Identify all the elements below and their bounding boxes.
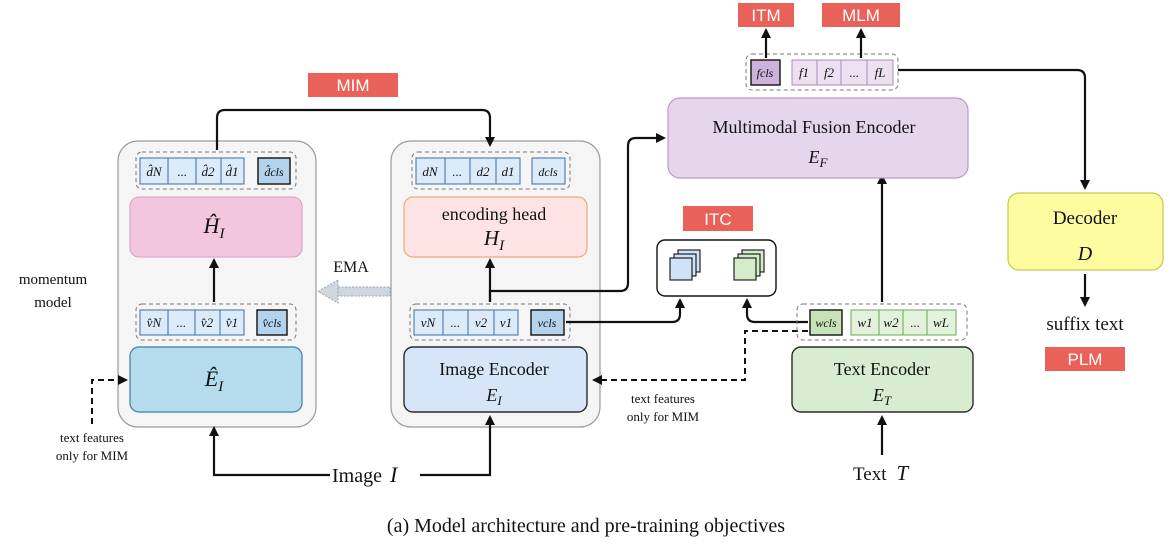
momentum-top-token: d̂cls bbox=[264, 165, 284, 179]
image-input-line bbox=[212, 468, 330, 477]
online-top-tokens: dN ... d2 d1 dcls bbox=[415, 157, 566, 185]
fusion-encoder-box bbox=[667, 97, 969, 179]
mid-text-features-note: only for MIM bbox=[627, 409, 700, 424]
itc-image-stack bbox=[669, 249, 701, 281]
momentum-head-box bbox=[129, 196, 303, 258]
arrow-image-to-fusion bbox=[488, 133, 666, 302]
left-text-features-note: text features bbox=[60, 430, 124, 445]
arrow-vcls-to-itc bbox=[566, 298, 685, 324]
mim-tag bbox=[308, 73, 398, 97]
mlm-tag-label: MLM bbox=[842, 6, 880, 25]
image-encoder-label: Image Encoder bbox=[439, 359, 548, 379]
decoder-box bbox=[1007, 192, 1164, 271]
momentum-bottom-token: v̂2 bbox=[201, 315, 214, 330]
fusion-encoder-symbol: EF bbox=[808, 147, 829, 170]
fusion-encoder-label: Multimodal Fusion Encoder bbox=[713, 117, 916, 137]
momentum-bottom-token-group bbox=[135, 303, 297, 341]
text-token: ... bbox=[910, 315, 920, 330]
momentum-top-token: d̂N bbox=[146, 164, 163, 179]
encoding-head-box bbox=[403, 196, 588, 258]
online-top-token: d2 bbox=[477, 164, 491, 179]
momentum-top-token: d̂2 bbox=[202, 164, 216, 179]
momentum-head-label: ĤI bbox=[203, 213, 226, 242]
decoder-symbol: D bbox=[1077, 243, 1093, 265]
online-top-token-group bbox=[411, 151, 571, 190]
fusion-token: ... bbox=[849, 65, 859, 80]
online-bottom-token: v2 bbox=[475, 315, 488, 330]
text-encoder-box bbox=[791, 346, 974, 413]
momentum-model-caption: model bbox=[34, 295, 72, 311]
online-bottom-token: ... bbox=[450, 315, 460, 330]
momentum-top-tokens: d̂N ... d̂2 d̂1 d̂cls bbox=[139, 157, 291, 185]
fusion-token: f1 bbox=[799, 65, 809, 80]
momentum-top-token: d̂1 bbox=[226, 164, 239, 179]
ema-label: EMA bbox=[333, 259, 369, 276]
momentum-bottom-token: v̂N bbox=[147, 315, 163, 330]
fusion-token: f2 bbox=[824, 65, 835, 80]
online-top-token: dN bbox=[422, 164, 439, 179]
mlm-tag bbox=[822, 3, 900, 27]
momentum-bottom-token: v̂1 bbox=[226, 315, 238, 330]
online-bottom-token: vcls bbox=[538, 316, 557, 330]
momentum-model-caption: momentum bbox=[19, 272, 88, 288]
momentum-encoder-label: ÊI bbox=[204, 366, 224, 395]
mid-text-features-arrow bbox=[592, 330, 808, 385]
image-encoder-box bbox=[403, 346, 588, 413]
image-encoder-symbol: EI bbox=[485, 385, 502, 408]
online-bottom-token: v1 bbox=[500, 315, 512, 330]
text-token-group bbox=[796, 303, 968, 341]
figure-caption: (a) Model architecture and pre-training … bbox=[387, 515, 785, 537]
text-token: w2 bbox=[883, 315, 899, 330]
itc-text-stack bbox=[733, 249, 765, 281]
ema-arrow bbox=[316, 279, 391, 304]
online-bottom-tokens: vN ... v2 v1 vcls bbox=[413, 309, 565, 336]
online-bottom-token: vN bbox=[421, 315, 437, 330]
mim-arrow bbox=[215, 108, 495, 150]
text-token: wL bbox=[933, 315, 949, 330]
text-token: w1 bbox=[857, 315, 872, 330]
mid-text-features-note: text features bbox=[631, 391, 695, 406]
itc-tag bbox=[683, 206, 753, 231]
fusion-token: fcls bbox=[757, 66, 774, 80]
online-top-token: d1 bbox=[502, 164, 515, 179]
text-token: wcls bbox=[815, 316, 837, 330]
encoding-head-symbol: HI bbox=[483, 226, 505, 254]
mim-tag-label: MIM bbox=[336, 76, 369, 95]
itm-tag-label: ITM bbox=[751, 6, 780, 25]
decoder-label: Decoder bbox=[1053, 208, 1118, 229]
online-top-token: dcls bbox=[538, 165, 558, 179]
momentum-top-token: ... bbox=[177, 164, 187, 179]
text-tokens: wcls w1 w2 ... wL bbox=[809, 309, 957, 336]
momentum-top-token-group bbox=[135, 151, 297, 190]
momentum-bottom-token: ... bbox=[176, 315, 186, 330]
left-text-features-note: only for MIM bbox=[56, 448, 129, 463]
plm-tag-label: PLM bbox=[1068, 350, 1103, 369]
plm-tag bbox=[1045, 347, 1125, 371]
decoder-output-label: suffix text bbox=[1046, 314, 1124, 335]
itc-tag-label: ITC bbox=[704, 210, 731, 229]
text-encoder-label: Text Encoder bbox=[834, 359, 930, 379]
momentum-encoder-box bbox=[129, 346, 303, 413]
momentum-bottom-tokens: v̂N ... v̂2 v̂1 v̂cls bbox=[139, 309, 288, 336]
encoding-head-label: encoding head bbox=[442, 204, 546, 224]
fusion-token-group bbox=[745, 53, 899, 91]
left-text-features-arrow bbox=[91, 375, 128, 424]
arrow-wcls-to-itc bbox=[742, 298, 808, 324]
fusion-tokens: fcls f1 f2 ... fL bbox=[750, 59, 894, 86]
itm-tag bbox=[738, 3, 794, 27]
arrow-fusion-to-decoder bbox=[898, 68, 1090, 190]
fusion-token: fL bbox=[875, 65, 886, 80]
text-encoder-symbol: ET bbox=[872, 385, 892, 408]
image-input-line bbox=[420, 468, 492, 477]
momentum-bottom-token: v̂cls bbox=[263, 316, 282, 330]
online-top-token: ... bbox=[452, 164, 462, 179]
